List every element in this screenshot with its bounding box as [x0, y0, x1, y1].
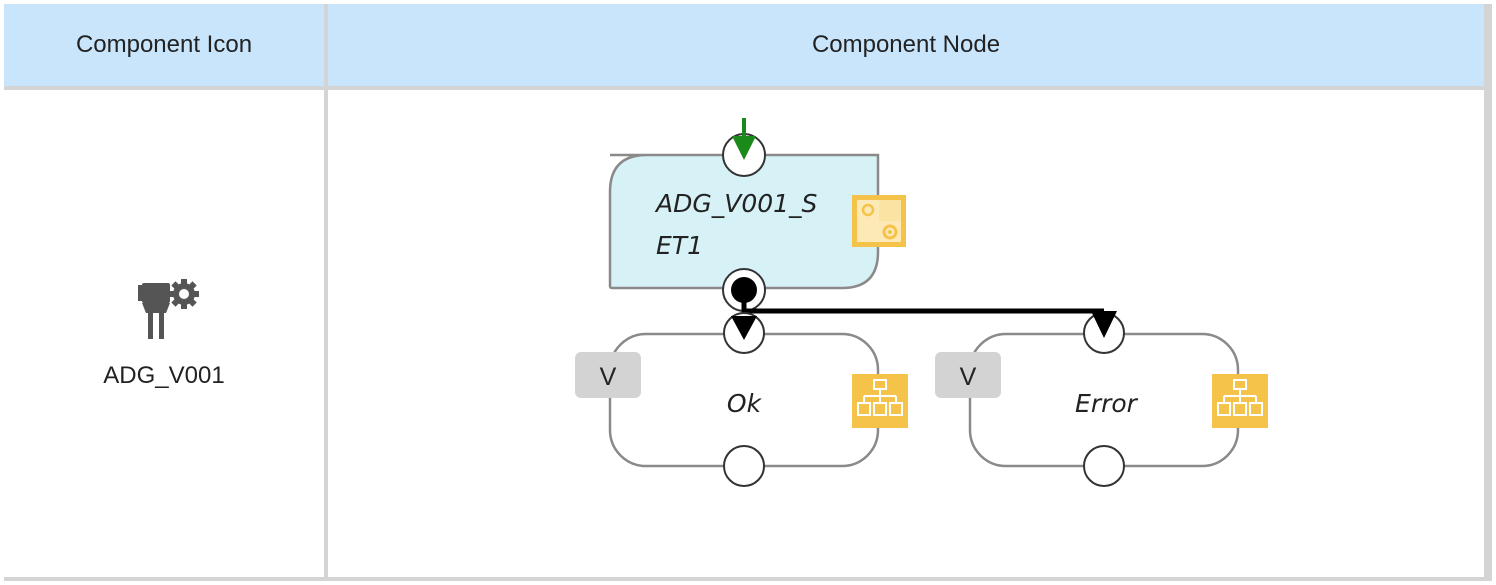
hierarchy-icon: [852, 374, 908, 428]
entry-arrow-icon: [732, 136, 756, 160]
branch-ok-label: Ok: [727, 389, 763, 418]
output-dot: [731, 277, 757, 303]
plug-gear-icon: [138, 279, 199, 339]
badge-v-ok[interactable]: V: [575, 352, 641, 398]
main-node-label-line1: ADG_V001_S: [654, 189, 818, 218]
component-node-cell: [328, 90, 1484, 577]
badge-v-ok-label: V: [600, 363, 617, 391]
settings-module-icon: [852, 195, 906, 247]
branch-ok-output-port[interactable]: [723, 445, 765, 487]
branch-node-ok[interactable]: Ok: [608, 332, 880, 468]
arrow-ok-icon: [731, 316, 757, 340]
main-node-label-line2: ET1: [656, 231, 703, 260]
arrow-error-icon: [1091, 311, 1117, 338]
badge-v-error-label: V: [960, 363, 977, 391]
header-component-icon: Component Icon: [4, 4, 324, 86]
badge-v-error[interactable]: V: [935, 352, 1001, 398]
header-component-node: Component Node: [328, 4, 1484, 86]
branch-error-label: Error: [1075, 389, 1139, 418]
main-node[interactable]: ADG_V001_S ET1: [608, 153, 880, 290]
hierarchy-icon: [1212, 374, 1268, 428]
component-name: ADG_V001: [103, 362, 225, 389]
branch-error-output-port[interactable]: [1083, 445, 1125, 487]
